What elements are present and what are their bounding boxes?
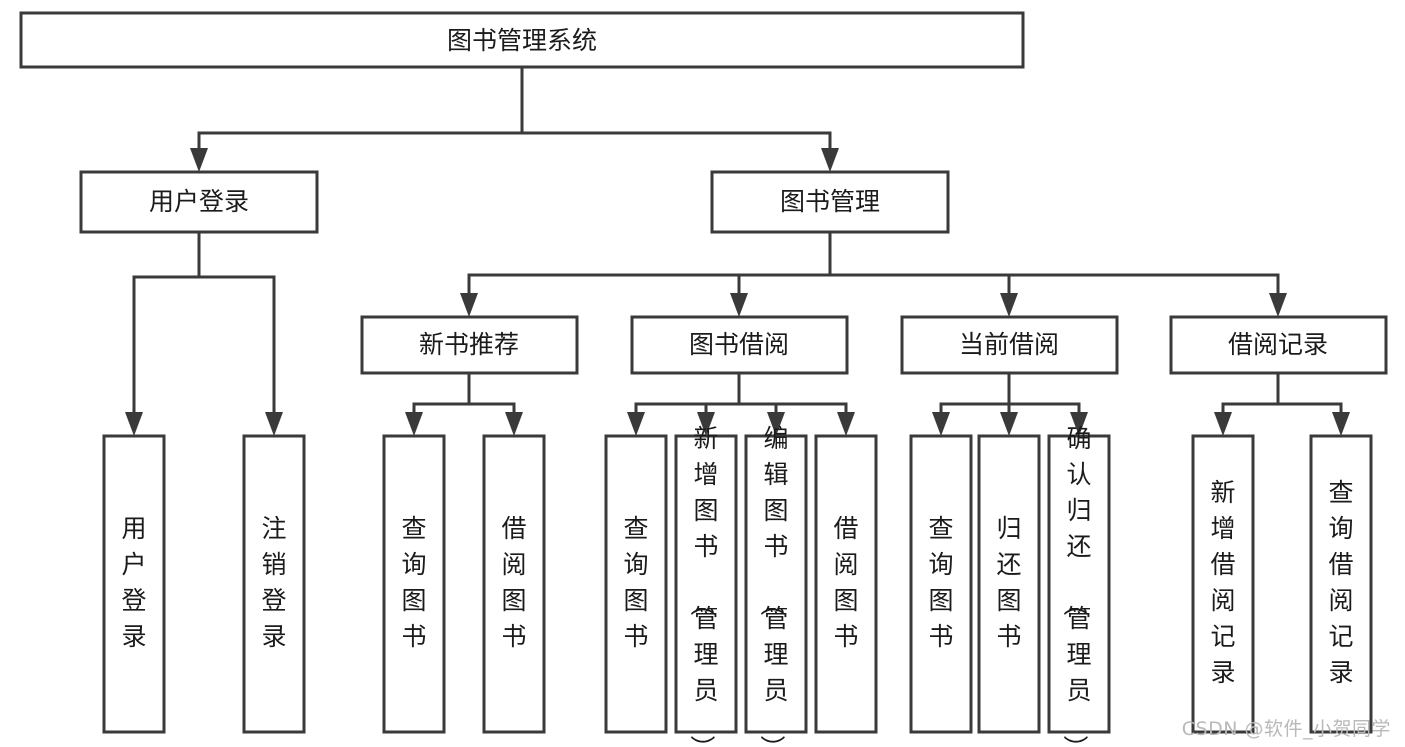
node-leaf-add-book-box[interactable] <box>674 434 738 734</box>
node-leaf-query-record-box[interactable] <box>1309 434 1373 734</box>
node-leaf-query-book-c[interactable]: 查询图书 <box>909 434 973 734</box>
arrow-to-leaf-add-book <box>697 412 715 436</box>
arrow-to-leaf-edit-book <box>767 412 785 436</box>
connector-borrow-record-bus <box>1221 371 1343 420</box>
node-leaf-user-logout-box[interactable] <box>242 434 306 734</box>
node-root[interactable]: 图书管理系统 <box>19 11 1025 69</box>
arrow-to-new-book-recommend <box>460 293 478 317</box>
node-new-book-recommend-box[interactable] <box>360 315 579 375</box>
node-leaf-query-book-c-box[interactable] <box>909 434 973 734</box>
node-leaf-user-login-label: 用户登录 <box>121 514 146 651</box>
arrow-to-user-login <box>190 148 208 172</box>
node-leaf-query-book-a-label: 查询图书 <box>401 514 426 651</box>
node-leaf-borrow-book-a[interactable]: 借阅图书 <box>482 434 546 734</box>
arrow-to-book-borrow <box>730 293 748 317</box>
arrow-to-leaf-return-book <box>1000 412 1018 436</box>
connector-user-login-bus <box>132 230 276 420</box>
node-new-book-recommend[interactable]: 新书推荐 <box>360 315 579 375</box>
node-root-label: 图书管理系统 <box>447 26 597 55</box>
node-root-box[interactable] <box>19 11 1025 69</box>
arrow-to-book-manage <box>821 148 839 172</box>
arrow-to-leaf-borrow-book-a <box>505 412 523 436</box>
node-book-manage[interactable]: 图书管理 <box>710 170 950 234</box>
arrow-to-leaf-user-login <box>125 412 143 436</box>
node-leaf-add-book-label: 新增图书（管理员） <box>687 424 718 747</box>
node-current-borrow-box[interactable] <box>900 315 1119 375</box>
connector-root-bus <box>197 65 832 157</box>
node-leaf-add-record[interactable]: 新增借阅记录 <box>1191 434 1255 734</box>
node-leaf-add-record-label: 新增借阅记录 <box>1210 478 1235 687</box>
node-leaf-borrow-book-a-box[interactable] <box>482 434 546 734</box>
node-leaf-return-book[interactable]: 归还图书 <box>977 434 1041 734</box>
arrow-to-leaf-borrow-book-b <box>837 412 855 436</box>
node-new-book-recommend-label: 新书推荐 <box>419 330 519 359</box>
node-leaf-query-book-a[interactable]: 查询图书 <box>382 434 446 734</box>
arrow-to-leaf-query-book-c <box>932 412 950 436</box>
node-book-manage-box[interactable] <box>710 170 950 234</box>
node-leaf-edit-book-label: 编辑图书（管理员） <box>757 424 788 747</box>
node-leaf-borrow-book-b[interactable]: 借阅图书 <box>814 434 878 734</box>
arrow-to-leaf-query-book-a <box>405 412 423 436</box>
node-leaf-query-book-a-box[interactable] <box>382 434 446 734</box>
connector-book-manage-bus <box>467 230 1280 302</box>
connector-current-borrow-bus <box>939 371 1081 420</box>
connector-book-borrow-bus <box>634 371 848 420</box>
arrow-to-leaf-add-record <box>1214 412 1232 436</box>
node-current-borrow[interactable]: 当前借阅 <box>900 315 1119 375</box>
arrow-to-leaf-confirm-return <box>1070 412 1088 436</box>
arrow-to-borrow-record <box>1269 293 1287 317</box>
node-leaf-edit-book-box[interactable] <box>744 434 808 734</box>
node-leaf-borrow-book-b-label: 借阅图书 <box>833 514 858 651</box>
node-leaf-query-book-c-label: 查询图书 <box>928 514 953 651</box>
node-leaf-user-logout[interactable]: 注销登录 <box>242 434 306 734</box>
node-leaf-add-record-box[interactable] <box>1191 434 1255 734</box>
node-leaf-edit-book[interactable]: 编辑图书（管理员） <box>744 424 808 747</box>
node-leaf-query-book-b-label: 查询图书 <box>623 514 648 651</box>
node-leaf-user-login[interactable]: 用户登录 <box>102 434 166 734</box>
node-leaf-user-logout-label: 注销登录 <box>261 514 286 651</box>
node-leaf-confirm-return[interactable]: 确认归还（管理员） <box>1047 424 1111 747</box>
node-book-borrow-box[interactable] <box>630 315 849 375</box>
node-leaf-user-login-box[interactable] <box>102 434 166 734</box>
node-user-login-label: 用户登录 <box>149 187 249 216</box>
arrow-to-leaf-query-record <box>1332 412 1350 436</box>
node-borrow-record-label: 借阅记录 <box>1228 330 1328 359</box>
node-leaf-return-book-label: 归还图书 <box>996 514 1021 651</box>
node-leaf-query-book-b[interactable]: 查询图书 <box>604 434 668 734</box>
connector-new-book-recommend-bus <box>412 371 516 420</box>
node-user-login-box[interactable] <box>79 170 319 234</box>
node-leaf-query-record-label: 查询借阅记录 <box>1328 478 1353 687</box>
node-book-manage-label: 图书管理 <box>780 187 880 216</box>
node-book-borrow[interactable]: 图书借阅 <box>630 315 849 375</box>
node-leaf-return-book-box[interactable] <box>977 434 1041 734</box>
node-leaf-confirm-return-label: 确认归还（管理员） <box>1060 424 1091 747</box>
node-borrow-record-box[interactable] <box>1169 315 1388 375</box>
arrow-to-current-borrow <box>1000 293 1018 317</box>
arrow-to-leaf-user-logout <box>265 412 283 436</box>
node-book-borrow-label: 图书借阅 <box>689 330 789 359</box>
node-borrow-record[interactable]: 借阅记录 <box>1169 315 1388 375</box>
node-leaf-query-record[interactable]: 查询借阅记录 <box>1309 434 1373 734</box>
node-current-borrow-label: 当前借阅 <box>959 330 1059 359</box>
node-leaf-confirm-return-box[interactable] <box>1047 434 1111 734</box>
connector-layer <box>125 65 1350 436</box>
arrow-to-leaf-query-book-b <box>627 412 645 436</box>
node-user-login[interactable]: 用户登录 <box>79 170 319 234</box>
node-leaf-borrow-book-a-label: 借阅图书 <box>501 514 526 651</box>
node-leaf-query-book-b-box[interactable] <box>604 434 668 734</box>
node-leaf-add-book[interactable]: 新增图书（管理员） <box>674 424 738 747</box>
node-leaf-borrow-book-b-box[interactable] <box>814 434 878 734</box>
